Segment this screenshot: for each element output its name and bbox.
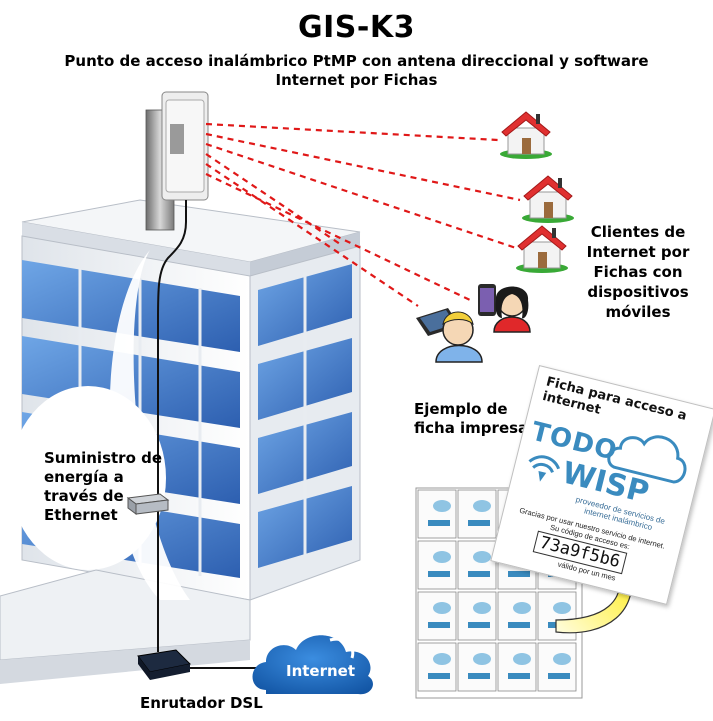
router-label: Enrutador DSL	[140, 694, 263, 712]
clients-label-line: Clientes de	[590, 223, 686, 241]
power-label-line: través de	[44, 487, 124, 505]
power-label-line: energía a	[44, 468, 124, 486]
house-icon	[516, 225, 568, 273]
wireless-links	[205, 122, 521, 307]
clients-label: Clientes de Internet por Fichas con disp…	[578, 222, 698, 322]
example-label: Ejemplo de ficha impresa	[414, 400, 544, 438]
power-label: Suministro de energía a través de Ethern…	[44, 449, 174, 525]
person-icon	[435, 311, 483, 363]
cloud-icon	[607, 435, 687, 484]
page-title: GIS-K3	[298, 10, 415, 45]
example-label-line: Ejemplo de	[414, 400, 508, 418]
cloud-icon	[252, 635, 373, 695]
smartphone-icon	[478, 284, 496, 316]
clients-label-line: dispositivos	[587, 283, 689, 301]
person-icon	[493, 286, 531, 333]
house-icon	[500, 111, 552, 159]
subtitle: Punto de acceso inalámbrico PtMP con ant…	[60, 52, 653, 90]
clients-label-line: móviles	[605, 303, 671, 321]
power-label-line: Ethernet	[44, 506, 118, 524]
poe-injector-icon	[126, 493, 170, 515]
example-label-line: ficha impresa	[414, 419, 529, 437]
wifi-icon	[528, 455, 561, 482]
internet-label: Internet	[286, 662, 356, 680]
subtitle-line: Punto de acceso inalámbrico PtMP con ant…	[64, 52, 649, 70]
clients-label-line: Internet por	[586, 243, 690, 261]
clients-label-line: Fichas con	[593, 263, 683, 281]
ethernet-cable	[157, 200, 187, 652]
subtitle-line: Internet por Fichas	[275, 71, 438, 89]
power-label-bubble	[10, 386, 166, 570]
antenna-mast-icon	[145, 91, 209, 231]
house-icon	[522, 175, 574, 223]
ticket-card: Ficha para acceso a internet TODO WISP p…	[490, 364, 713, 606]
router-icon	[137, 649, 192, 680]
power-label-line: Suministro de	[44, 449, 163, 467]
